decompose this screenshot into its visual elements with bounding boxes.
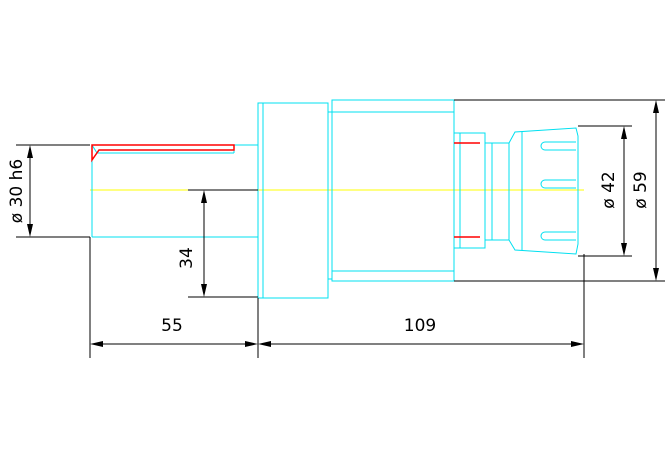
dim-right-diameters	[454, 99, 665, 282]
dim-shaft-diameter	[16, 144, 90, 238]
collet-nut	[508, 127, 579, 255]
nut-diameter-label: ø 42	[599, 171, 619, 208]
body-diameter-label: ø 59	[631, 171, 651, 208]
offset-height-label: 34	[177, 247, 197, 269]
neck	[453, 132, 510, 249]
flange	[257, 102, 332, 299]
shaft-diameter-label: ø 30 h6	[7, 159, 27, 223]
shaft-length-label: 55	[161, 316, 183, 336]
key-highlight	[91, 144, 235, 163]
shaft	[91, 144, 258, 238]
dim-offset-height	[188, 189, 258, 298]
body-length-label: 109	[404, 316, 436, 336]
dim-horizontal-chain	[89, 237, 585, 358]
